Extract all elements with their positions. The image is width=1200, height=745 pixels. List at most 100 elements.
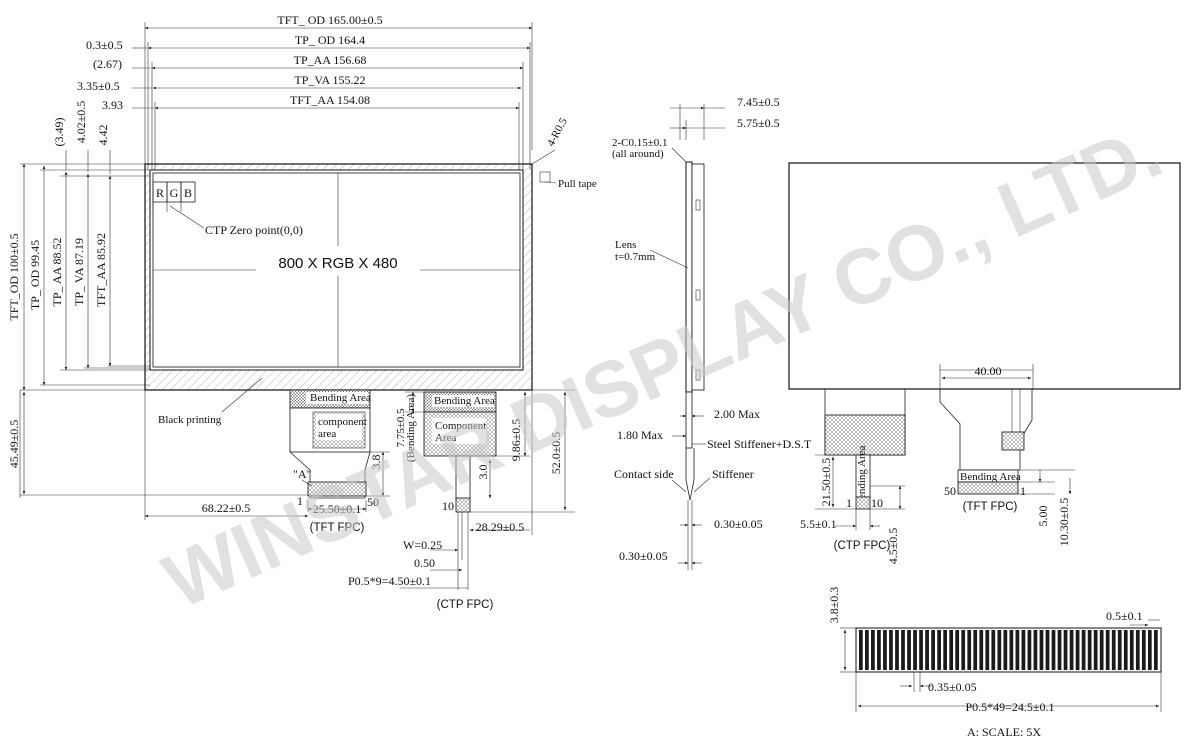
dim-2829: 28.29±0.5 (476, 520, 525, 534)
side-view: 7.45±0.5 5.75±0.5 2-C0.15±0.1 (all aroun… (612, 95, 812, 570)
fpc-finger (877, 630, 881, 670)
back-view: 40.00 Bending Area 50 1 (TFT FPC) 5.00 1… (788, 162, 1181, 565)
corner-notes: 4-R0.5 Pull tape (531, 116, 597, 190)
fpc-finger (1141, 630, 1146, 670)
top-dimensions: TFT_ OD 165.00±0.5 TP_ OD 164.4 TP_AA 15… (77, 13, 533, 170)
front-view: TFT_ OD 165.00±0.5 TP_ OD 164.4 TP_AA 15… (7, 13, 597, 611)
back-pin-10: 10 (871, 496, 883, 510)
dim-offset-335: 3.35±0.5 (77, 79, 120, 93)
fpc-finger (1021, 630, 1026, 670)
dim-offset-402: 4.02±0.5 (74, 101, 88, 144)
dim-986: 9.86±0.5 (509, 419, 523, 462)
dim-200: 2.00 Max (714, 407, 760, 421)
ctp-bending-area: Bending Area (434, 395, 495, 407)
ctp-fpc: Bending Area Component Area 10 7.75±0.5 … (348, 389, 575, 611)
dim-tft-aa-height: TFT_AA 85.92 (94, 233, 108, 307)
fpc-finger (1015, 630, 1020, 670)
fpc-finger (973, 630, 978, 670)
fpc-finger (1027, 630, 1032, 670)
corner-radius: 4-R0.5 (545, 116, 570, 149)
w025-label: W=0.25 (403, 538, 442, 552)
dim-4549: 45.49±0.5 (7, 420, 21, 469)
dim-tp-aa-height: TP_ AA 88.52 (50, 237, 64, 306)
fpc-finger (925, 630, 929, 670)
dim-575: 5.75±0.5 (737, 116, 780, 130)
back-pin-50: 50 (944, 484, 956, 498)
fpc-finger (1039, 630, 1044, 670)
back-dim-55: 5.5±0.1 (800, 517, 837, 531)
dim-030-a: 0.30±0.05 (714, 517, 763, 531)
fpc-finger (907, 630, 911, 670)
fpc-finger (1153, 630, 1158, 670)
fpc-finger (859, 630, 863, 670)
back-bending-area: Bending Area (960, 471, 1021, 483)
fpc-finger (883, 630, 887, 670)
dim-offset-349: (3.49) (52, 118, 66, 147)
tft-component-area-1: component (318, 416, 367, 428)
dim-180: 1.80 Max (617, 428, 663, 442)
ctp-fpc-caption: (CTP FPC) (437, 599, 494, 611)
fpc-finger (865, 630, 869, 670)
tft-fpc: Bending Area component area "A" 1 50 25.… (289, 389, 390, 534)
fpc-finger (1063, 630, 1068, 670)
tft-pin-50: 50 (367, 495, 379, 509)
fpc-finger (1009, 630, 1014, 670)
fpc-finger (1069, 630, 1074, 670)
detail-dim-05: 0.5±0.1 (1106, 609, 1143, 623)
fpc-finger (943, 630, 948, 670)
dim-offset-267: (2.67) (93, 57, 122, 71)
fpc-finger (871, 630, 875, 670)
black-printing-label: Black printing (158, 414, 222, 426)
back-tft-fpc: (TFT FPC) (963, 501, 1018, 513)
dim-30: 3.0 (476, 465, 490, 480)
left-dimensions: TFT_OD 100±0.5 TP_ OD 99.45 TP_ AA 88.52… (7, 101, 150, 391)
fpc-finger (967, 630, 972, 670)
fpc-finger (1111, 630, 1116, 670)
fpc-finger (1033, 630, 1038, 670)
fpc-finger (1057, 630, 1062, 670)
dim-38: 3.8 (369, 455, 383, 470)
rgb-pixel: R G B CTP Zero point(0,0) (152, 181, 303, 237)
dim-tp-od-height: TP_ OD 99.45 (28, 240, 42, 310)
fpc-finger (949, 630, 954, 670)
fpc-finger (1147, 630, 1152, 670)
detail-pitch: P0.5*49=24.5±0.1 (965, 700, 1054, 714)
fpc-finger (955, 630, 960, 670)
detail-a: 3.8±0.3 0.5±0.1 0.35±0.05 P0.5*49=24.5±0… (827, 587, 1162, 739)
dim-tp-va-height: TP_ VA 87.19 (72, 238, 86, 306)
back-dim-500: 5.00 (1036, 506, 1050, 527)
fpc-finger (1099, 630, 1104, 670)
fpc-finger (979, 630, 984, 670)
pull-tape-label: Pull tape (558, 178, 597, 190)
back-pin-1b: 1 (1020, 484, 1026, 498)
fpc-finger (1081, 630, 1086, 670)
lens-label: Lens (615, 239, 636, 251)
dim-tft-od-height: TFT_OD 100±0.5 (7, 233, 21, 320)
dim-775: 7.75±0.5 (395, 408, 407, 448)
fpc-finger (1051, 630, 1056, 670)
fpc-finger (937, 630, 941, 670)
fpc-finger (1123, 630, 1128, 670)
fpc-finger (889, 630, 893, 670)
pixel-g: G (170, 186, 179, 200)
fpc-finger (901, 630, 905, 670)
fpc-finger (1003, 630, 1008, 670)
fpc-finger (1117, 630, 1122, 670)
panel-outline: 800 X RGB X 480 (144, 163, 533, 391)
fpc-finger (913, 630, 917, 670)
contact-side-label: Contact side (614, 467, 674, 481)
lens-thickness: t=0.7mm (615, 251, 656, 263)
steel-stiffener: Steel Stiffener+D.S.T (707, 437, 812, 451)
dim-tp-od-width: TP_ OD 164.4 (295, 33, 365, 47)
fpc-finger (1135, 630, 1140, 670)
back-dim-45: 4.5±0.5 (886, 528, 900, 565)
back-dim-1030: 10.30±0.5 (1057, 498, 1071, 547)
ctp-zero-point: CTP Zero point(0,0) (205, 223, 303, 237)
pixel-b: B (184, 186, 192, 200)
fpc-finger (931, 630, 935, 670)
tft-pin-1: 1 (297, 494, 303, 508)
dim-tp-va-width: TP_VA 155.22 (294, 73, 365, 87)
fpc-finger (895, 630, 899, 670)
bending-area-rotated: (Bending Area) (405, 394, 417, 462)
